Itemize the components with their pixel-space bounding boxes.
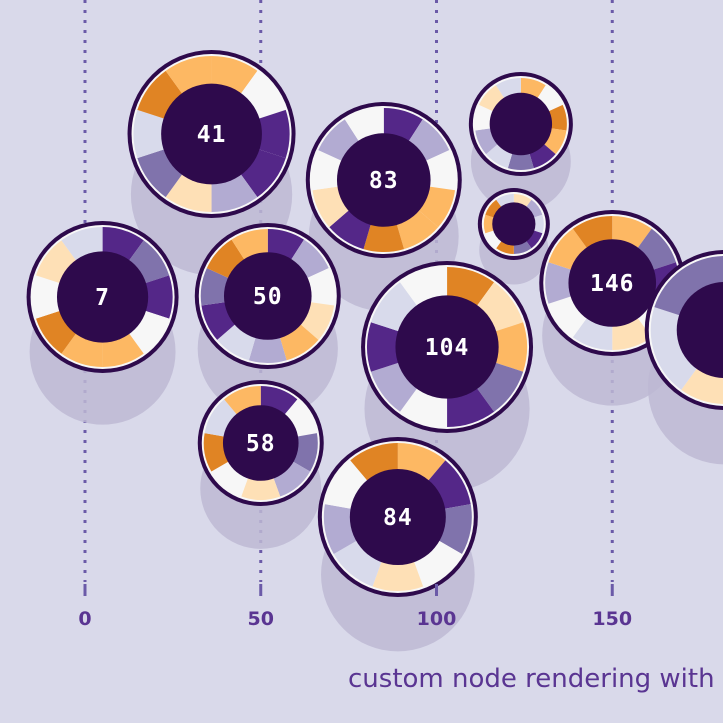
ring-segment	[324, 460, 370, 510]
ring-segment	[426, 460, 471, 510]
ring-segment	[533, 214, 544, 234]
node-core	[222, 405, 299, 481]
node: 50	[194, 223, 341, 369]
x-tick-label: 0	[78, 608, 91, 630]
ring-segment	[256, 109, 290, 159]
ring-segment	[507, 151, 534, 170]
ring-segment	[474, 104, 495, 131]
ring-segment	[423, 150, 456, 191]
node	[477, 188, 550, 260]
x-tick-label: 100	[417, 608, 457, 630]
ring-segment	[200, 268, 231, 306]
node	[644, 250, 723, 410]
caption: custom node rendering with	[348, 664, 715, 694]
ring-segment	[485, 199, 502, 218]
ring-segment	[311, 150, 345, 191]
ring-segment	[272, 460, 311, 497]
ring-segment	[241, 476, 281, 500]
node	[468, 72, 573, 176]
ring-segment	[133, 109, 167, 159]
ring-segment	[204, 399, 239, 437]
ring-segment	[333, 539, 383, 587]
ring-segment	[536, 85, 563, 112]
ring-segment	[304, 268, 335, 306]
x-axis: 0 50 100 150	[78, 584, 632, 630]
node-core	[395, 295, 499, 399]
node-core	[223, 252, 312, 340]
node-core	[336, 133, 431, 227]
ring-segment	[372, 559, 424, 591]
node-label: 146	[590, 271, 635, 297]
node-core	[349, 469, 446, 565]
ring-segment	[485, 230, 502, 249]
ring-segment	[547, 104, 567, 131]
node: 83	[305, 102, 462, 258]
node-label: 83	[369, 168, 399, 194]
ring-segment	[525, 230, 543, 249]
nodes: 41 83 7 50 104 146 58 84	[26, 50, 723, 597]
node-label: 84	[383, 505, 413, 531]
ring-segment	[143, 275, 173, 319]
ring-segment	[492, 322, 528, 372]
ring-segment	[525, 199, 543, 218]
x-tick-label: 50	[248, 608, 274, 630]
node-core	[161, 83, 262, 185]
node-core	[489, 92, 553, 156]
x-tick-label: 150	[592, 608, 632, 630]
ring-segment	[545, 262, 574, 304]
ring-segment	[363, 221, 405, 253]
ring-segment	[211, 460, 249, 497]
node: 84	[317, 437, 478, 597]
node: 104	[361, 261, 534, 433]
node: 7	[26, 221, 179, 373]
node-label: 104	[425, 335, 470, 361]
node-core	[676, 282, 723, 378]
node-label: 50	[253, 284, 283, 310]
node-core	[568, 239, 657, 327]
ring-segment	[413, 539, 462, 587]
ring-segment	[248, 335, 287, 363]
node-label: 41	[197, 122, 227, 148]
node-core	[56, 251, 149, 343]
node: 41	[127, 50, 296, 218]
ring-segment	[367, 322, 402, 372]
ring-segment	[479, 85, 506, 112]
node-label: 58	[246, 431, 276, 457]
node-core	[492, 202, 536, 246]
node-label: 7	[95, 285, 110, 311]
ring-segment	[32, 275, 63, 319]
ring-segment	[650, 307, 699, 390]
node: 58	[197, 380, 324, 506]
ring-segment	[654, 256, 723, 317]
ring-segment	[283, 399, 317, 437]
ring-segment	[483, 214, 495, 234]
